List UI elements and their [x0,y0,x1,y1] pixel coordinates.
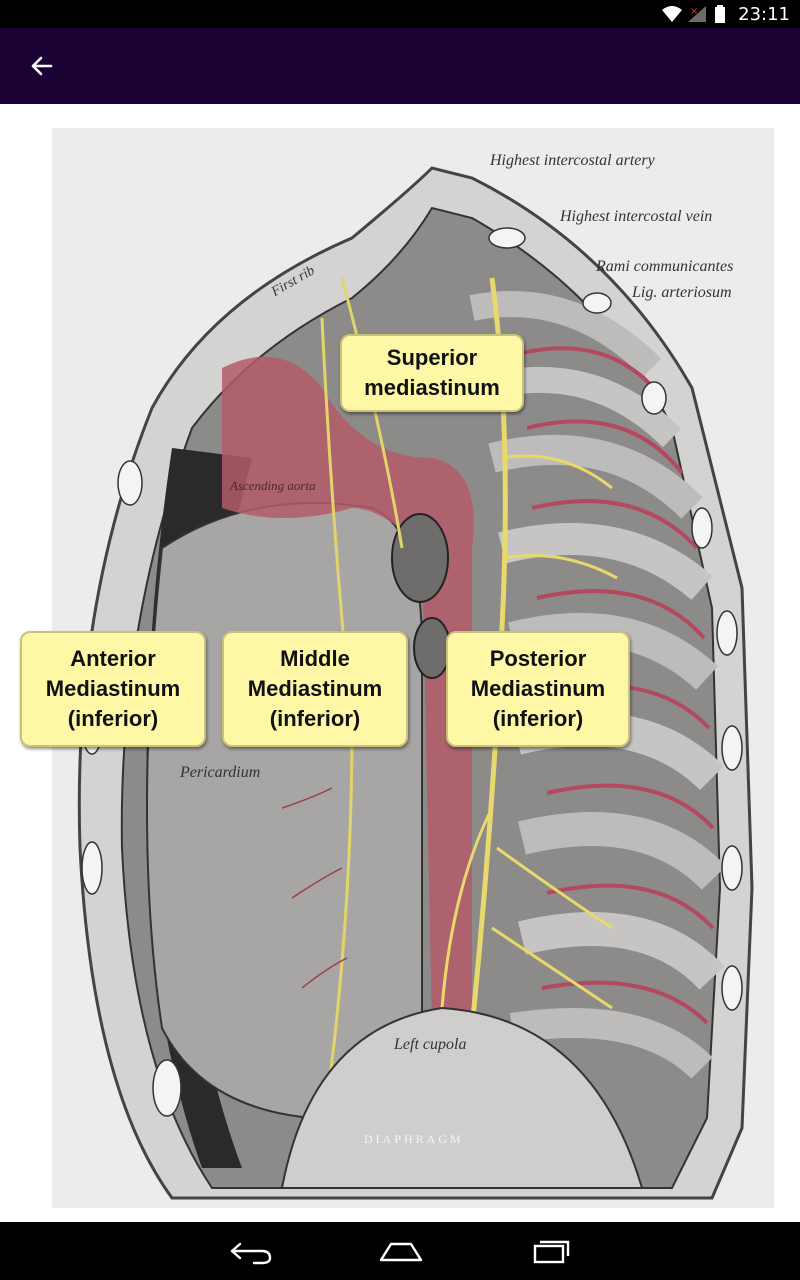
label-posterior-line2: Mediastinum [470,676,606,701]
navigation-bar [0,1222,800,1280]
nav-home-button[interactable] [376,1236,426,1266]
callout-rami-communicantes: Rami communicantes [596,258,734,275]
label-posterior-mediastinum[interactable]: Posterior Mediastinum (inferior) [446,631,630,747]
label-middle-line1: Middle [280,646,350,671]
bronchus [413,617,451,679]
label-superior-mediastinum[interactable]: Superior mediastinum [340,334,524,412]
status-bar: × 23:11 [0,0,800,28]
label-middle-line2: Mediastinum [247,676,383,701]
vagus-nerve [340,277,404,549]
label-middle-mediastinum[interactable]: Middle Mediastinum (inferior) [222,631,408,747]
label-superior-line1: Superior [386,345,478,370]
callout-diaphragm: DIAPHRAGM [364,1132,464,1146]
label-superior-line2: mediastinum [364,375,500,400]
content-area: Highest intercostal artery Highest inter… [0,104,800,1222]
label-anterior-line2: Mediastinum [45,676,181,701]
home-icon [379,1242,423,1262]
status-icons: × [660,4,730,24]
battery-icon [715,5,725,23]
label-posterior-line3: (inferior) [492,706,584,731]
callout-left-cupola: Left cupola [394,1036,467,1053]
status-time: 23:11 [738,4,790,25]
label-anterior-mediastinum[interactable]: Anterior Mediastinum (inferior) [20,631,206,747]
pericardiophrenic-vessels [281,787,348,989]
nav-back-button[interactable] [226,1236,276,1266]
callout-pericardium: Pericardium [180,764,261,781]
callout-highest-intercostal-artery: Highest intercostal artery [490,152,655,169]
label-middle-line3: (inferior) [269,706,361,731]
svg-text:×: × [690,6,698,17]
costal-cartilages [81,227,743,1117]
label-anterior-line3: (inferior) [67,706,159,731]
arrow-left-icon [31,56,53,76]
callout-highest-intercostal-vein: Highest intercostal vein [560,208,713,225]
intercostal-vessels [521,346,715,1025]
callout-lig-arteriosum: Lig. arteriosum [632,284,732,301]
signal-off-icon: × [688,6,706,22]
mediastinum-drawing [77,166,754,1200]
label-posterior-line1: Posterior [489,646,587,671]
pulmonary-vessel [391,513,449,603]
recents-icon [533,1240,570,1264]
wifi-icon [662,6,682,22]
anatomy-illustration[interactable]: Highest intercostal artery Highest inter… [52,128,774,1208]
back-icon [230,1242,272,1265]
callout-ascending-aorta: Ascending aorta [230,478,316,493]
back-button[interactable] [22,48,62,84]
pericardium [146,502,423,1120]
diaphragm-dome [280,1006,644,1189]
app-bar [0,28,800,104]
nav-recents-button[interactable] [526,1236,576,1266]
label-anterior-line1: Anterior [70,646,156,671]
